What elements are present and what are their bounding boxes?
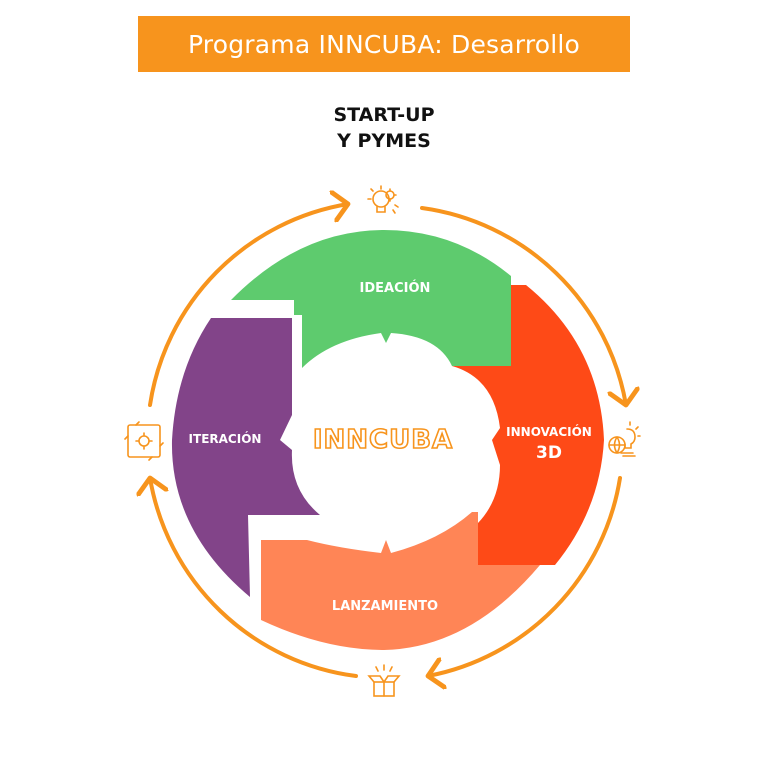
iteration-cycle-icon (124, 421, 164, 461)
innovation-label: INNOVACIÓN (506, 424, 592, 439)
subtitle: START-UP Y PYMES (234, 102, 534, 154)
outer-cycle-arrows (150, 204, 626, 676)
launch-label: LANZAMIENTO (332, 599, 438, 614)
ideation-segment (231, 230, 511, 368)
idea-gear-icon (367, 185, 399, 214)
arrow-bottom-right (428, 476, 622, 676)
lightbulb-globe-icon (608, 421, 641, 457)
arrow-top-right (420, 206, 626, 405)
subtitle-line-1: START-UP (333, 104, 435, 126)
open-box-icon (367, 664, 401, 697)
arrow-top-left (148, 204, 348, 407)
innovation-label-3d: 3D (536, 443, 562, 463)
innovation-segment (452, 285, 604, 565)
center-label: INNCUBA (313, 425, 453, 455)
iteration-segment (171, 318, 320, 597)
arrow-bottom-left (150, 478, 358, 678)
subtitle-line-2: Y PYMES (337, 130, 431, 152)
page-title: Programa INNCUBA: Desarrollo (187, 29, 581, 59)
launch-segment (261, 512, 540, 650)
title-banner: Programa INNCUBA: Desarrollo (138, 16, 630, 72)
ideation-label: IDEACIÓN (360, 280, 431, 296)
iteration-label: ITERACIÓN (189, 431, 262, 446)
